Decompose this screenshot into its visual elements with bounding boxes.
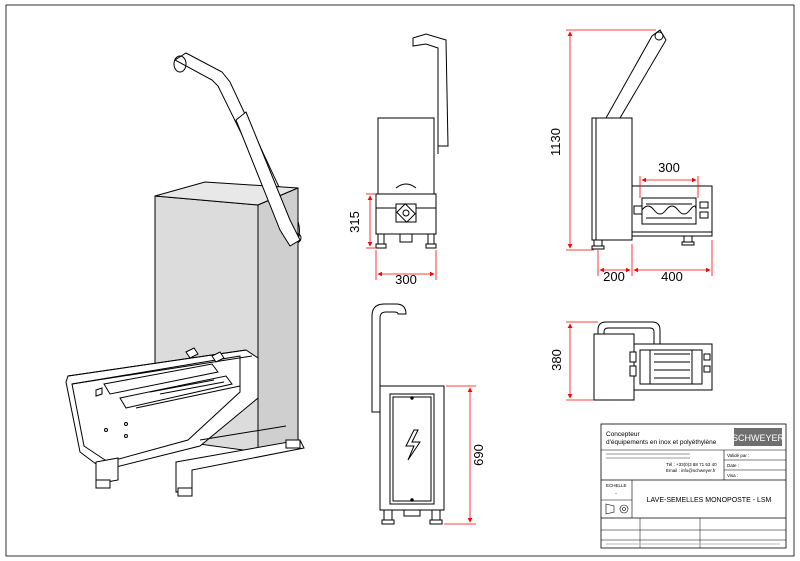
brand-logo: SCHWEYER — [732, 433, 785, 443]
top-view-dimensions — [566, 321, 598, 401]
projection-symbol-icon — [605, 503, 629, 515]
dimension-top-depth: 380 — [549, 349, 564, 371]
echelle-value: - — [615, 491, 617, 497]
echelle-label: ECHELLE — [606, 483, 627, 488]
company-line-2: d'équipements en inox et polyéthylène — [606, 439, 717, 446]
field-valide-par: Validé par : — [727, 453, 749, 458]
dimension-front-height: 315 — [347, 211, 362, 233]
front-view — [375, 33, 449, 249]
side-view-dimensions — [566, 29, 713, 276]
field-visa: Visa : — [727, 473, 738, 478]
drawing-title: LAVE-SEMELLES MONOPOSTE - LSM — [647, 497, 772, 504]
top-view — [593, 321, 713, 401]
front-view-dimensions — [366, 193, 437, 280]
dimension-side-base-length: 400 — [661, 269, 683, 284]
field-date: Date : — [727, 463, 739, 468]
phone: Tél : +33(0)3 88 71 53 40 — [666, 462, 717, 467]
rear-view — [371, 303, 445, 525]
side-view — [591, 29, 713, 250]
company-line-1: Concepteur — [606, 431, 640, 438]
isometric-view — [65, 52, 305, 497]
brand-logo-box — [734, 428, 782, 446]
sheet-border — [5, 4, 795, 557]
dimension-side-tray-length: 300 — [658, 160, 680, 175]
dimension-side-foot-offset: 200 — [603, 269, 625, 284]
lightning-bolt-icon — [405, 429, 421, 461]
dimension-front-width: 300 — [395, 272, 417, 287]
email: Email : info@schweyer.fr — [666, 468, 716, 473]
title-block: Concepteur d'équipements en inox et poly… — [600, 423, 787, 549]
rear-view-dimensions — [444, 385, 476, 525]
dimension-side-height: 1130 — [548, 128, 563, 156]
dimension-rear-height: 690 — [471, 444, 486, 466]
